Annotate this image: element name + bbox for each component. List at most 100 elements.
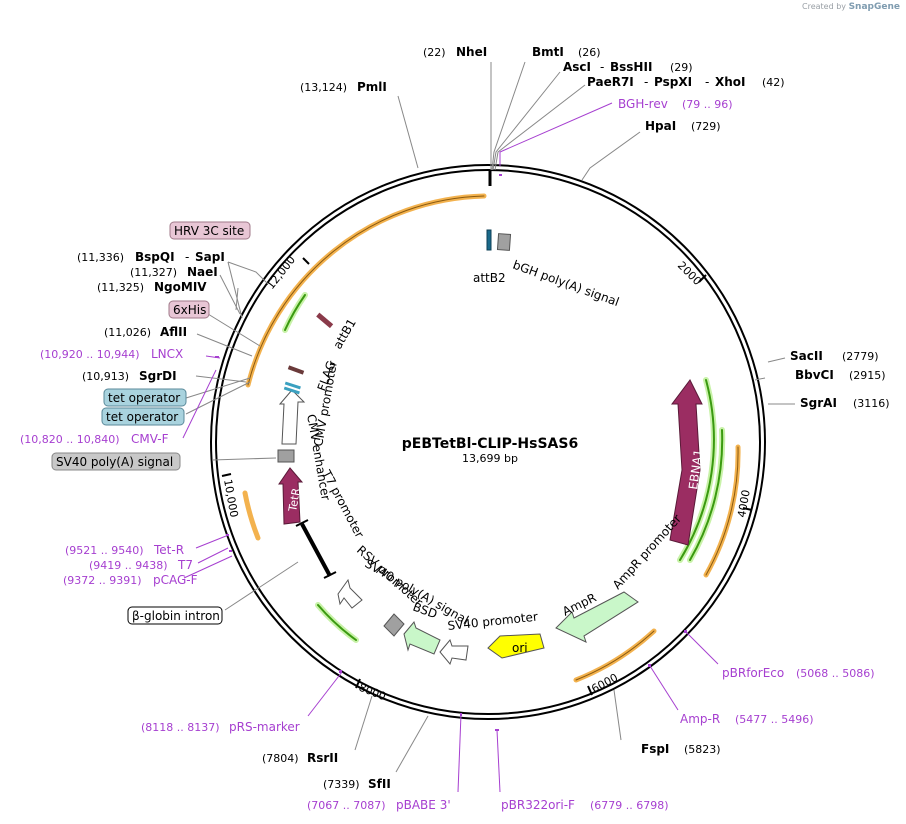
ebna1-label: EBNA1 [686, 448, 706, 490]
enzyme-bbvci-pos: (2915) [849, 369, 886, 382]
tetop-marker-1 [284, 381, 301, 390]
enzyme-sapi: SapI [195, 250, 225, 264]
snapgene-logo: SnapGene [848, 2, 900, 12]
tet-operator-text-1: tet operator [108, 391, 180, 405]
sv40-polya-text: SV40 poly(A) signal [56, 455, 173, 469]
enzyme-hpai: HpaI [645, 119, 676, 133]
terminator-tick-2 [323, 571, 337, 579]
ebna1-arrow [669, 379, 703, 546]
snapgene-credit: Created by SnapGene [802, 2, 900, 12]
enzyme-aflii: AflII [160, 325, 187, 339]
beta-globin-text: β-globin intron [132, 609, 220, 623]
primer-tetr: Tet-R [153, 543, 184, 557]
feature-attb1: attB1 [330, 316, 358, 351]
enzyme-sgrdi: SgrDI [139, 369, 177, 383]
primer-pbr322orif: pBR322ori-F [501, 798, 575, 812]
primer-pbabe3: pBABE 3' [396, 798, 451, 812]
enzyme-sgrdi-pos: (10,913) [82, 370, 129, 383]
sixhis-text: 6xHis [173, 303, 206, 317]
enzyme-bbvci: BbvCI [795, 368, 834, 382]
tick-10000: 10,000 [221, 478, 240, 518]
ori-label: ori [512, 641, 528, 655]
enzyme-sgrai-pos: (3116) [853, 397, 890, 410]
primer-ampr: Amp-R [680, 712, 720, 726]
primer-pbabe3-pos: (7067 .. 7087) [307, 799, 386, 812]
primer-prsmarker: pRS-marker [229, 720, 300, 734]
enzyme-naei: NaeI [187, 265, 218, 279]
enzyme-sfii: SfII [368, 777, 391, 791]
enzyme-aflii-pos: (11,026) [104, 326, 151, 339]
primer-marks [215, 174, 687, 731]
enzyme-naei-pos: (11,327) [130, 266, 177, 279]
primer-bghrev-pos: (79 .. 96) [682, 98, 733, 111]
enzyme-sfii-pos: (7339) [323, 778, 360, 791]
cmv-promoter-arrow [278, 389, 306, 445]
cmv-enhancer-box [277, 449, 295, 463]
tetr-label: TetR [286, 487, 303, 514]
enzyme-sgrai: SgrAI [800, 396, 837, 410]
backbone-outer [210, 164, 766, 720]
primer-bghrev: BGH-rev [618, 97, 668, 111]
primer-prsmarker-pos: (8118 .. 8137) [141, 721, 220, 734]
enzyme-hpai-pos: (729) [691, 120, 721, 133]
tick-marks [221, 257, 753, 696]
credit-prefix: Created by [802, 2, 847, 11]
enzyme-bspqi-pos: (11,336) [77, 251, 124, 264]
plasmid-name: pEBTetBl-CLIP-HsSAS6 [402, 436, 578, 452]
enzyme-bspqi-sep: - [185, 250, 189, 264]
backbone-inner [215, 169, 761, 715]
feature-t7-promoter: T7 promoter [319, 467, 367, 540]
enzyme-paer7i: PaeR7I [587, 75, 634, 89]
enzyme-bsshii: BssHII [610, 60, 652, 74]
enzyme-pspxi: PspXI [654, 75, 692, 89]
primer-cmvf-pos: (10,820 .. 10,840) [20, 433, 120, 446]
enzyme-asci: AscI [563, 60, 591, 74]
primer-lncx-pos: (10,920 .. 10,944) [40, 348, 140, 361]
primer-leader-lines [182, 102, 719, 793]
enzyme-nhei: NheI [456, 45, 487, 59]
enzyme-fspi-pos: (5823) [684, 743, 721, 756]
sv40-polya-label: SV40 poly(A) signal [51, 452, 181, 471]
green-arcs [282, 292, 726, 643]
bsd-arrow [403, 620, 441, 655]
sixhis-label: 6xHis [168, 300, 210, 319]
sv40-polya-box [383, 613, 405, 637]
enzyme-rsrii-pos: (7804) [262, 752, 299, 765]
attb2-marker [486, 229, 492, 251]
primer-pbrforeco: pBRforEco [722, 666, 784, 680]
plasmid-length: 13,699 bp [462, 452, 518, 465]
enzyme-paer7i-pos: (42) [762, 76, 785, 89]
feature-ampr-promoter: AmpR promoter [610, 512, 684, 592]
enzyme-pmli-pos: (13,124) [300, 81, 347, 94]
enzyme-pmli: PmlI [357, 80, 387, 94]
feature-bgh: bGH poly(A) signal [511, 258, 621, 309]
primer-pbr322orif-pos: (6779 .. 6798) [590, 799, 669, 812]
enzyme-fspi: FspI [641, 742, 669, 756]
primer-pbrforeco-pos: (5068 .. 5086) [796, 667, 875, 680]
enzyme-bspqi: BspQI [135, 250, 175, 264]
primer-pcagf-pos: (9372 .. 9391) [63, 574, 142, 587]
primer-lncx: LNCX [151, 347, 183, 361]
tet-operator-label-2: tet operator [101, 407, 185, 426]
terminator-tick-1 [295, 519, 309, 527]
beta-globin-label: β-globin intron [127, 606, 223, 625]
feature-attb2: attB2 [473, 271, 506, 285]
enzyme-asci-pos: (29) [670, 61, 693, 74]
orange-arcs [242, 193, 741, 683]
tick-8000: 8000 [357, 681, 388, 704]
terminator-bar [300, 523, 332, 577]
enzyme-xhoi: XhoI [715, 75, 746, 89]
rsv-promoter-arrow [337, 578, 363, 609]
enzyme-asci-sep: - [600, 60, 604, 74]
enzyme-paer7i-sep: - [644, 75, 648, 89]
enzyme-leader-lines [185, 61, 795, 773]
primer-pcagf: pCAG-F [153, 573, 198, 587]
primer-tetr-pos: (9521 .. 9540) [65, 544, 144, 557]
hrv3c-label: HRV 3C site [169, 221, 251, 240]
tet-operator-text-2: tet operator [106, 410, 178, 424]
tet-operator-label-1: tet operator [103, 388, 187, 407]
enzyme-nhei-pos: (22) [423, 46, 446, 59]
enzyme-bmti: BmtI [532, 45, 564, 59]
ori-arrow [487, 633, 545, 659]
